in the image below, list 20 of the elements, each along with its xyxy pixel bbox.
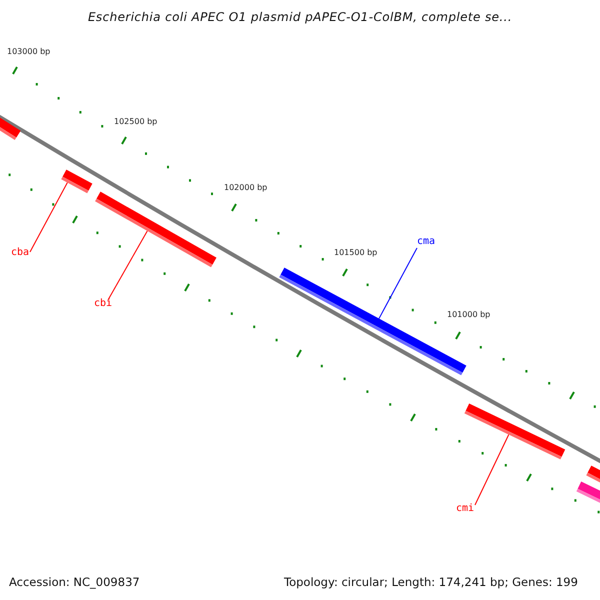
- footer-text: Topology: circular; Length: 174,241 bp; Genes: 199: [284, 575, 578, 589]
- leader-line: [30, 182, 68, 252]
- position-label: 101000 bp: [447, 310, 490, 319]
- position-label: 102500 bp: [114, 117, 158, 126]
- gene-label: cmi: [456, 503, 474, 515]
- position-label: 102000 bp: [224, 183, 268, 192]
- gene-bar: [95, 192, 216, 268]
- gene-bar: [0, 116, 21, 140]
- title: Escherichia coli APEC O1 plasmid pAPEC-O1-ColBM, complete se...: [86, 10, 514, 24]
- footer-text: Accession: NC_009837: [9, 575, 140, 589]
- gene-label: cbi: [94, 298, 112, 310]
- gene-label: cma: [417, 236, 436, 248]
- position-label: 103000 bp: [7, 47, 50, 56]
- leader-line: [108, 230, 148, 300]
- gene-bar: [61, 170, 92, 194]
- position-label: 101500 bp: [334, 248, 378, 257]
- gene-bar: [464, 404, 566, 460]
- leader-line: [474, 434, 510, 506]
- leader-line: [378, 248, 418, 320]
- gene-label: cba: [11, 247, 30, 259]
